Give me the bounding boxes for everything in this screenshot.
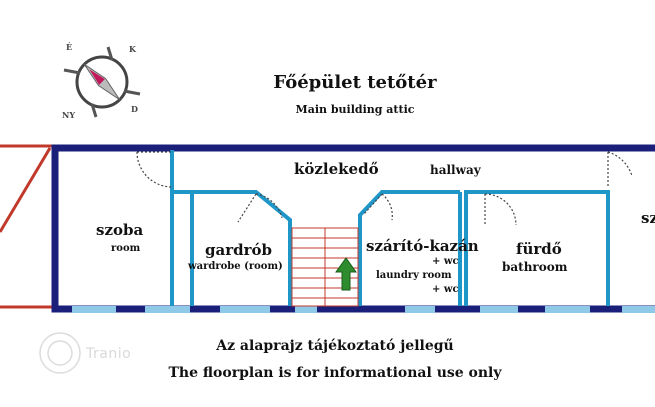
laundry-wc-2: + wc — [432, 284, 459, 295]
laundry-wc-1: + wc — [432, 256, 459, 267]
hallway-label-hu: közlekedő — [294, 160, 379, 178]
compass-w: NY — [62, 110, 75, 120]
compass-e: K — [129, 44, 137, 54]
watermark-logo — [39, 332, 81, 374]
bathroom-label-hu: fürdő — [516, 240, 562, 258]
wardrobe-label-hu: gardrób — [205, 241, 272, 259]
title-hu: Főépület tetőtér — [273, 72, 437, 93]
windows — [72, 306, 655, 313]
room-label-en: room — [111, 243, 141, 254]
doors — [136, 151, 633, 226]
outer-walls — [51, 144, 655, 313]
inner-walls — [170, 150, 610, 306]
up-arrow-icon — [335, 257, 357, 291]
bathroom-label-en: bathroom — [502, 260, 568, 274]
room-label-hu: szoba — [96, 221, 144, 239]
adjacent-structure — [0, 144, 52, 309]
laundry-label-hu: szárító-kazán — [366, 237, 479, 255]
hallway-label-en: hallway — [430, 163, 481, 177]
partial-room-label: sz — [641, 209, 655, 227]
watermark-text: Tranio — [86, 346, 132, 362]
laundry-label-en: laundry room — [376, 270, 452, 281]
title-en: Main building attic — [295, 103, 415, 116]
disclaimer-hu: Az alaprajz tájékoztató jellegű — [216, 338, 454, 354]
disclaimer-en: The floorplan is for informational use o… — [168, 365, 502, 381]
compass-s: D — [131, 104, 138, 114]
compass-n: É — [66, 42, 72, 52]
wardrobe-label-en: wardrobe (room) — [188, 261, 283, 272]
compass-icon — [63, 46, 141, 118]
